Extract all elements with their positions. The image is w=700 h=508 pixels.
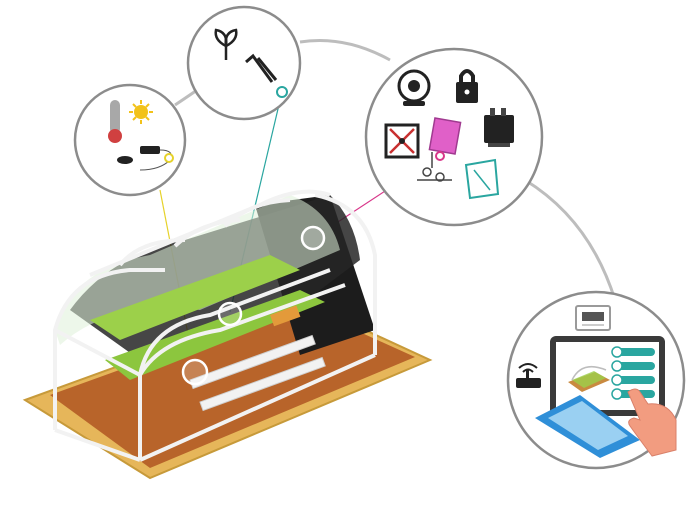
hotspot-soil[interactable] (219, 303, 241, 325)
grow-light-icon (429, 118, 460, 154)
connector-soil-to-actuators (300, 40, 390, 60)
actuators-bubble-connector-dot (436, 152, 444, 160)
soil-bubble-connector-dot (277, 87, 287, 97)
fan-icon (386, 125, 418, 157)
display-unit-icon (576, 306, 610, 330)
soil-sensors-bubble (188, 7, 300, 119)
hotspot-actuators[interactable] (302, 227, 324, 249)
climate-bubble-connector-dot (165, 154, 173, 162)
remote-control-bubble (508, 292, 684, 468)
hotspot-climate[interactable] (183, 360, 207, 384)
actuators-bubble (366, 49, 542, 225)
thermometer-icon (108, 100, 122, 143)
connector-actuators-to-remote (525, 180, 615, 300)
climate-sensors-bubble (75, 85, 185, 195)
window-opener-icon (466, 160, 498, 198)
greenhouse (25, 192, 430, 478)
